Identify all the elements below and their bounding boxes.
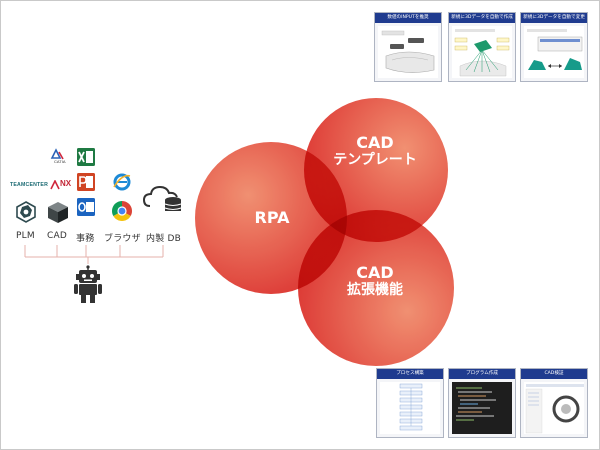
teamcenter-logo: TEAMCENTER [10,182,49,188]
label-cad: CAD [47,231,67,241]
code-editor-preview [456,387,496,421]
software-group: CATIA TEAMCENTER NX [0,140,200,310]
excel-icon[interactable] [77,148,95,166]
thumbnail-title: 新規に3Dデータを自動で作成 [449,13,515,23]
powerpoint-icon[interactable] [77,173,95,191]
rpa-label: RPA [254,208,290,227]
cad-part-preview [381,30,435,73]
cad-template-label-top: CAD [356,133,394,152]
thumbnail-create-3d[interactable]: 新規に3Dデータを自動で作成 [448,12,516,82]
rpa-circle[interactable] [195,142,347,294]
thumbnail-title: プロセス構築 [377,369,443,379]
cad-change-preview [527,29,583,70]
cad-template-label-bottom: テンプレート [333,152,417,168]
thumbnail-preview [452,382,512,434]
cad-template-label: CAD テンプレート [310,133,440,169]
outlook-icon[interactable] [77,198,95,216]
thumbnail-preview [524,382,584,434]
thumbnail-preview [378,26,438,78]
label-internal-db: 内製 DB [146,234,181,244]
cad-extension-label: CAD 拡張機能 [310,263,440,299]
venn-circles [195,98,454,366]
nx-icon [50,180,60,190]
nx-logo: NX [50,176,74,192]
robot-icon[interactable] [73,265,103,303]
thumbnail-title: 新規に3Dデータを自動で変更 [521,13,587,23]
cad-extension-label-top: CAD [356,263,394,282]
thumbnail-preview [524,26,584,78]
plm-icon[interactable] [15,201,37,223]
thumbnail-preview [452,26,512,78]
ie-icon[interactable] [112,172,132,192]
venn-diagram: RPA CAD テンプレート CAD 拡張機能 [190,88,460,373]
thumbnail-title: プログラム作成 [449,369,515,379]
cad-extension-label-bottom: 拡張機能 [347,282,403,298]
nx-logo-text: NX [60,179,72,188]
label-office: 事務 [76,234,95,244]
thumbnail-title: 数値のINPUTを推奨 [375,13,441,23]
thumbnail-process-build[interactable]: プロセス構築 [376,368,444,438]
thumbnail-cad-verify[interactable]: CAD検証 [520,368,588,438]
catia-logo: CATIA [50,148,72,164]
label-browser: ブラウザ [104,234,141,244]
label-plm: PLM [16,231,35,241]
catia-icon [50,148,64,160]
flowchart-preview [399,383,423,431]
cad-tree-preview [454,29,510,77]
chrome-icon[interactable] [111,200,133,222]
cloud-database-icon[interactable] [142,184,184,214]
thumbnail-modify-3d[interactable]: 新規に3Dデータを自動で変更 [520,12,588,82]
thumbnail-program-create[interactable]: プログラム作成 [448,368,516,438]
thumbnail-title: CAD検証 [521,369,587,379]
connector-bracket [24,245,164,264]
cad-box-icon[interactable] [46,200,70,224]
cad-verify-preview [525,384,584,434]
thumbnail-input-params[interactable]: 数値のINPUTを推奨 [374,12,442,82]
thumbnail-preview [380,382,440,434]
catia-logo-text: CATIA [54,159,66,164]
